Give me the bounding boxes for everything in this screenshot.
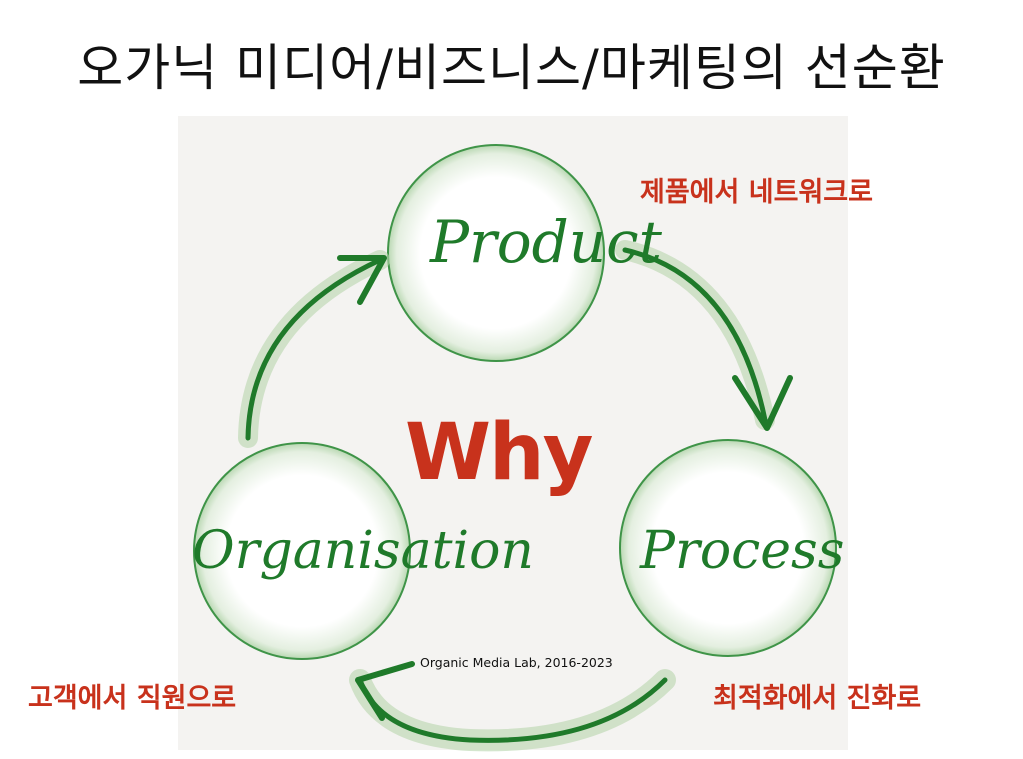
arrow-organisation-to-product [238, 250, 390, 448]
product-caption: 제품에서 네트워크로 [640, 177, 873, 208]
product-label: Product [429, 208, 663, 276]
arrow-product-to-process [615, 240, 793, 431]
credit-text: Organic Media Lab, 2016-2023 [420, 655, 613, 670]
organisation-label: Organisation [192, 521, 534, 581]
center-why-label: Why [405, 408, 593, 498]
product-circle [387, 144, 605, 362]
organisation-caption: 고객에서 직원으로 [28, 683, 237, 714]
organisation-circle [193, 442, 411, 660]
process-circle [619, 439, 837, 657]
process-label: Process [639, 521, 844, 581]
process-caption: 최적화에서 진화로 [713, 683, 922, 714]
arrow-process-to-organisation [349, 661, 676, 752]
slide-title: 오가닉 미디어/비즈니스/마케팅의 선순환 [77, 39, 946, 97]
